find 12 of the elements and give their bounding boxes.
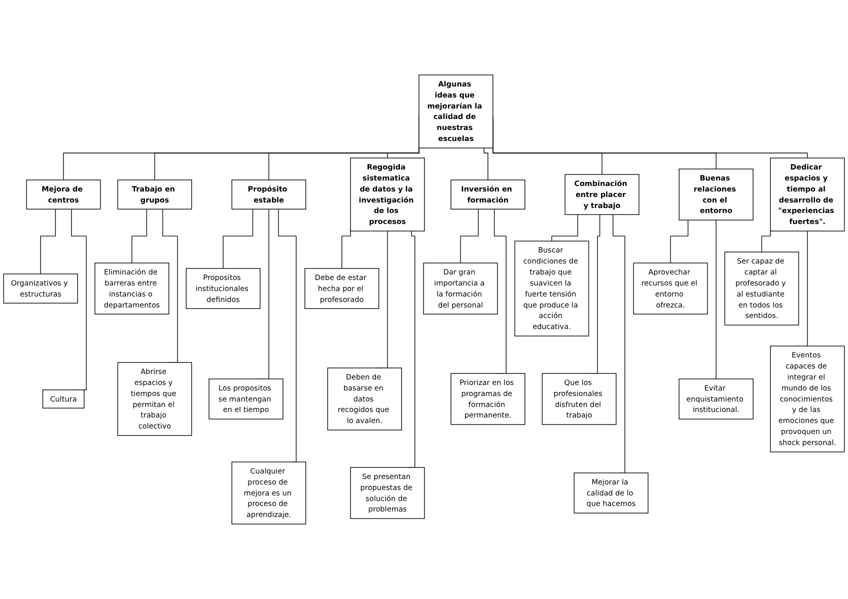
connector <box>494 208 506 374</box>
connector <box>612 214 626 474</box>
connector <box>551 214 578 242</box>
connector <box>162 208 178 363</box>
connector <box>484 148 488 180</box>
connector <box>807 230 808 346</box>
connector <box>460 208 479 264</box>
connector <box>278 208 297 462</box>
connector <box>222 208 254 269</box>
connector <box>670 220 688 264</box>
connector <box>132 208 148 264</box>
connector <box>40 208 56 274</box>
